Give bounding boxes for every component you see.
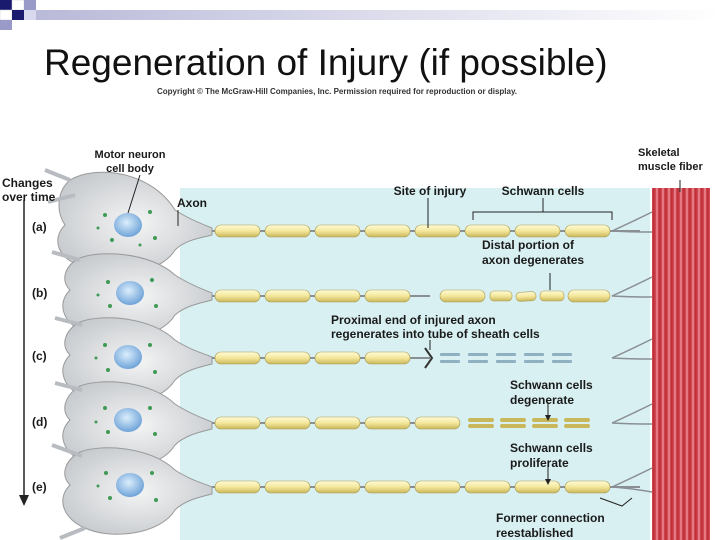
nucleus	[114, 408, 142, 432]
copyright-notice: Copyright © The McGraw-Hill Companies, I…	[157, 87, 518, 96]
skeletal-muscle-fiber	[652, 188, 710, 540]
schwann-degenerate-line1: Schwann cells	[510, 378, 593, 392]
axon-row-a	[212, 211, 653, 238]
motor-neuron-label-line2: cell body	[106, 163, 155, 175]
dendrite	[44, 168, 86, 540]
site-of-injury-label: Site of injury	[394, 184, 467, 198]
axon-label: Axon	[177, 196, 207, 210]
axon-row-e	[212, 467, 653, 494]
nissl-bodies	[94, 210, 158, 502]
corner-decoration	[0, 0, 720, 30]
changes-label-line1: Changes	[2, 176, 53, 190]
changes-label-line2: over time	[2, 190, 56, 204]
schwann-cells-label: Schwann cells	[502, 184, 585, 198]
skeletal-muscle-label-line1: Skeletal	[638, 147, 680, 159]
stage-b-label: (b)	[32, 286, 47, 300]
distal-degenerates-line2: axon degenerates	[482, 253, 584, 267]
former-connection-line2: reestablished	[496, 526, 573, 540]
stage-c-label: (c)	[32, 349, 47, 363]
former-connection-line1: Former connection	[496, 511, 605, 525]
stage-d-label: (d)	[32, 415, 47, 429]
nucleus	[116, 473, 144, 497]
slide-title: Regeneration of Injury (if possible)	[44, 42, 608, 83]
axon-row-c	[212, 338, 653, 369]
neuron-column	[44, 168, 213, 540]
leader-lines	[127, 174, 681, 507]
nucleus	[114, 345, 142, 369]
nerve-regeneration-diagram: (a) (b) (c) (d) (e) Changes over time Mo…	[2, 147, 710, 540]
schwann-proliferate-line1: Schwann cells	[510, 441, 593, 455]
nucleus	[114, 213, 142, 237]
schwann-degenerate-line2: degenerate	[510, 393, 574, 407]
axon-row-d	[212, 403, 653, 430]
axon-row-b	[212, 276, 653, 303]
skeletal-muscle-label-line2: muscle fiber	[638, 161, 704, 173]
stage-e-label: (e)	[32, 480, 47, 494]
distal-degenerates-line1: Distal portion of	[482, 238, 575, 252]
motor-neuron-label-line1: Motor neuron	[95, 149, 166, 161]
proximal-regenerates-line2: regenerates into tube of sheath cells	[331, 327, 540, 341]
stage-a-label: (a)	[32, 220, 47, 234]
time-arrowhead	[19, 495, 29, 506]
schwann-proliferate-line2: proliferate	[510, 456, 569, 470]
nucleus	[116, 281, 144, 305]
proximal-regenerates-line1: Proximal end of injured axon	[331, 313, 496, 327]
